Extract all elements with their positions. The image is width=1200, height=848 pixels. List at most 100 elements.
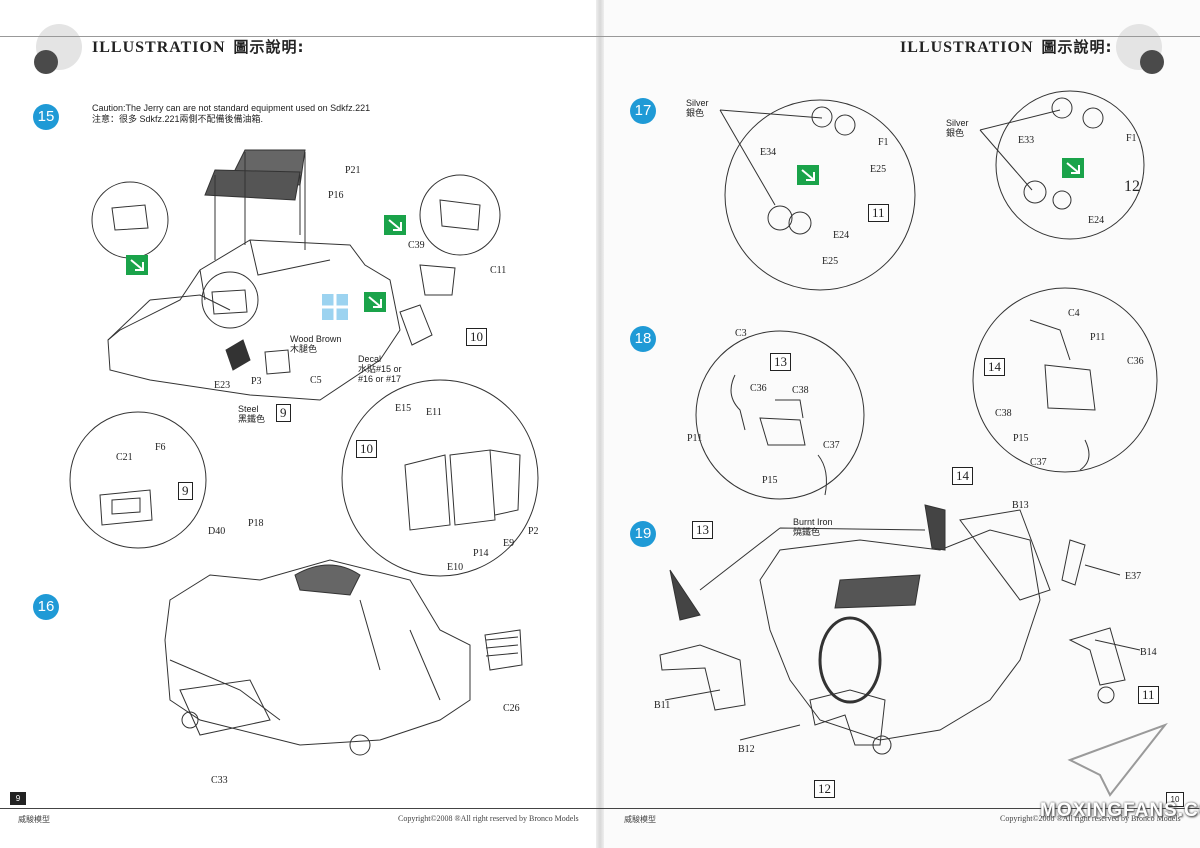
part-label: C36 — [1127, 356, 1144, 367]
part-label: E23 — [214, 380, 231, 391]
part-label: P15 — [1013, 433, 1029, 444]
title-cn: 圖示說明: — [1041, 38, 1113, 56]
part-label: E10 — [447, 562, 464, 573]
header-rule-left — [0, 36, 600, 37]
part-label: C39 — [408, 240, 425, 251]
color-callout-burnt-iron: Burnt Iron 燒鐵色 — [793, 517, 833, 537]
part-label: E15 — [395, 403, 412, 414]
part-label: P2 — [528, 526, 539, 537]
part-label: E25 — [822, 256, 839, 267]
part-label: C36 — [750, 383, 767, 394]
caution-text-en: Caution:The Jerry can are not standard e… — [92, 103, 371, 113]
sub-assembly-ref: 11 — [868, 204, 889, 222]
step-number-15: 15 — [33, 104, 59, 130]
callout-circle-headlight-right — [995, 90, 1145, 240]
page-number-left: 9 — [10, 792, 26, 805]
footer-brand-cn: 威駿模型 — [18, 815, 50, 824]
part-label: F1 — [878, 137, 889, 148]
part-label: P18 — [248, 518, 264, 529]
hull-body-step15 — [107, 239, 401, 401]
page-title-left: ILLUSTRATION 圖示說明: — [92, 36, 305, 57]
part-label: P3 — [251, 376, 262, 387]
title-cn: 圖示說明: — [233, 38, 305, 56]
color-callout-silver: Silver 銀色 — [946, 118, 969, 138]
callout-circle-exhaust-right — [972, 287, 1158, 473]
header-rule-right — [600, 36, 1200, 37]
hull-body-step19 — [759, 529, 1041, 741]
callout-circle-exhaust-left — [695, 330, 865, 500]
callout-circle-headlight-left — [724, 99, 916, 291]
part-label: B14 — [1140, 647, 1157, 658]
part-label: B12 — [738, 744, 755, 755]
decal-callout: Decal 水貼#15 or #16 or #17 — [358, 354, 402, 384]
part-label: C38 — [995, 408, 1012, 419]
part-label: C38 — [792, 385, 809, 396]
footer-rule-right — [600, 808, 1200, 809]
part-label: E9 — [503, 538, 515, 549]
part-label: E11 — [426, 407, 442, 418]
footer-rule-left — [0, 808, 600, 809]
part-label: E24 — [1088, 215, 1105, 226]
part-label: C37 — [1030, 457, 1047, 468]
part-label: C4 — [1068, 308, 1080, 319]
watermark-text: MOXINGFANS.COM — [1040, 800, 1200, 821]
page-gutter — [596, 0, 604, 848]
footer-copyright: Copyright©2008 ®All right reserved by Br… — [1000, 814, 1181, 823]
part-label: B13 — [1012, 500, 1029, 511]
hull-body-step16 — [164, 559, 471, 746]
part-label: C37 — [823, 440, 840, 451]
step-number-16: 16 — [33, 594, 59, 620]
sub-assembly-ref: 10 — [356, 440, 377, 458]
callout-circle-door — [419, 174, 501, 256]
part-label: P11 — [1090, 332, 1106, 343]
caution-text-cn: 注意：很多 Sdkfz.221兩側不配備後備油箱. — [92, 114, 264, 124]
sub-assembly-ref: 14 — [984, 358, 1005, 376]
sub-assembly-ref: 9 — [178, 482, 193, 500]
part-label: P11 — [687, 433, 703, 444]
part-label: E34 — [760, 147, 777, 158]
part-label: P14 — [473, 548, 489, 559]
step-number-18: 18 — [630, 326, 656, 352]
page-title-right: ILLUSTRATION 圖示說明: — [900, 36, 1113, 57]
part-label: C21 — [116, 452, 133, 463]
part-label: E25 — [870, 164, 887, 175]
part-label: D40 — [208, 526, 226, 537]
part-label: E24 — [833, 230, 850, 241]
right-page — [600, 0, 1200, 848]
sub-assembly-ref: 13 — [692, 521, 713, 539]
footer-copyright: Copyright©2008 ®All right reserved by Br… — [398, 814, 579, 823]
sub-assembly-ref: 11 — [1138, 686, 1159, 704]
sub-assembly-ref: 12 — [814, 780, 835, 798]
page-number-right: 10 — [1166, 792, 1184, 807]
part-label: E33 — [1018, 135, 1035, 146]
part-label: C26 — [503, 703, 520, 714]
header-disc-small-left — [34, 50, 58, 74]
color-callout-wood-brown: Wood Brown 木腿色 — [290, 334, 342, 354]
sub-assembly-ref: 14 — [952, 467, 973, 485]
color-callout-silver: Silver 銀色 — [686, 98, 709, 118]
part-label: C5 — [310, 375, 322, 386]
footer-brand-cn: 威駿模型 — [624, 815, 656, 824]
green-arrow-icons — [126, 158, 1084, 312]
part-label: P21 — [345, 165, 361, 176]
part-label: C3 — [735, 328, 747, 339]
title-en: ILLUSTRATION — [900, 39, 1034, 56]
sub-assembly-ref: 13 — [770, 353, 791, 371]
part-label: C11 — [490, 265, 507, 276]
part-label: B11 — [654, 700, 671, 711]
part-label: C33 — [211, 775, 228, 786]
part-label: P15 — [762, 475, 778, 486]
callout-circle-small-hatch — [69, 411, 207, 549]
sub-assembly-ref: 10 — [466, 328, 487, 346]
sub-assembly-ref: 12 — [1124, 178, 1140, 195]
header-disc-small-right — [1140, 50, 1164, 74]
title-en: ILLUSTRATION — [92, 39, 226, 56]
step-number-17: 17 — [630, 98, 656, 124]
part-label: P16 — [328, 190, 344, 201]
color-callout-steel: Steel 黑鐵色 — [238, 404, 266, 424]
sub-assembly-ref: 9 — [276, 404, 291, 422]
caution-note: Caution:The Jerry can are not standard e… — [92, 103, 370, 125]
part-label: F6 — [155, 442, 166, 453]
